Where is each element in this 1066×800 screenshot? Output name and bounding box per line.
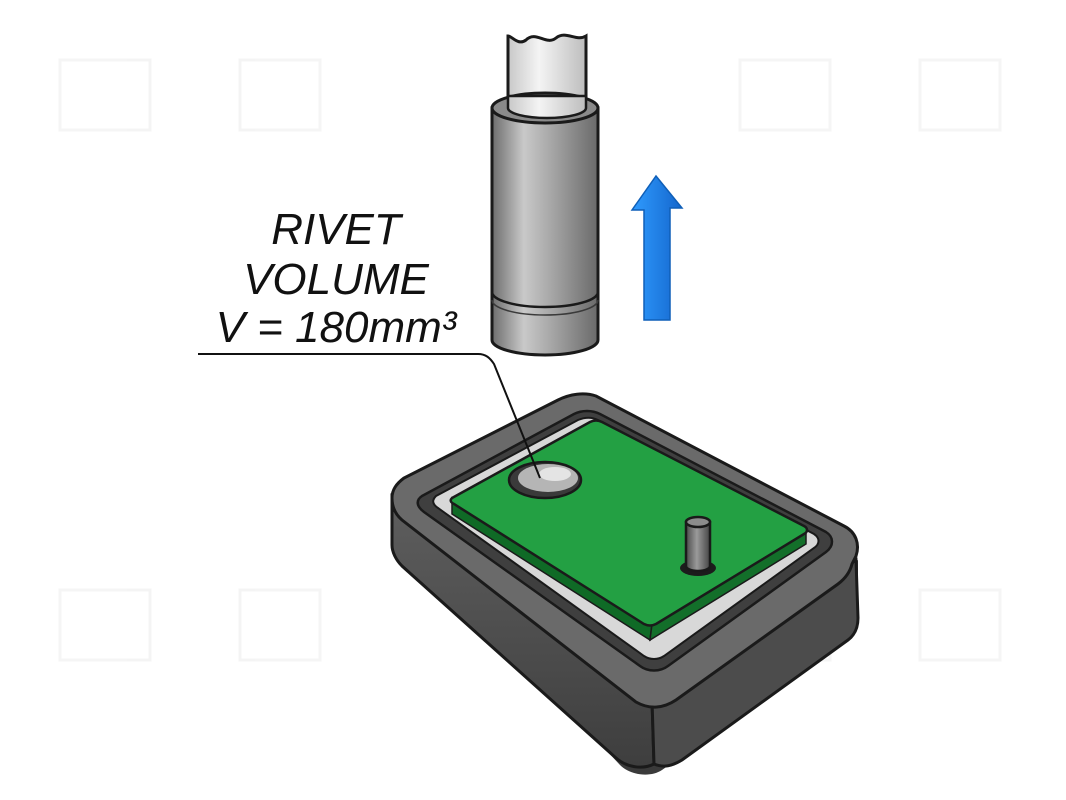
pin — [680, 515, 716, 576]
up-arrow-icon — [630, 174, 684, 321]
tool-bushing — [490, 106, 600, 357]
rivet-volume-label: RIVET VOLUME V = 180mm³ — [198, 205, 541, 479]
leader-line — [198, 353, 541, 479]
pcb-board — [449, 419, 809, 642]
tool-rod — [506, 33, 588, 112]
label-line-3: V = 180mm³ — [216, 303, 458, 352]
label-line-2: VOLUME — [243, 255, 429, 304]
housing-right-face — [650, 557, 860, 768]
rivet-tool — [490, 33, 600, 357]
label-line-1: RIVET — [271, 205, 404, 254]
rivet-hole — [507, 460, 583, 500]
